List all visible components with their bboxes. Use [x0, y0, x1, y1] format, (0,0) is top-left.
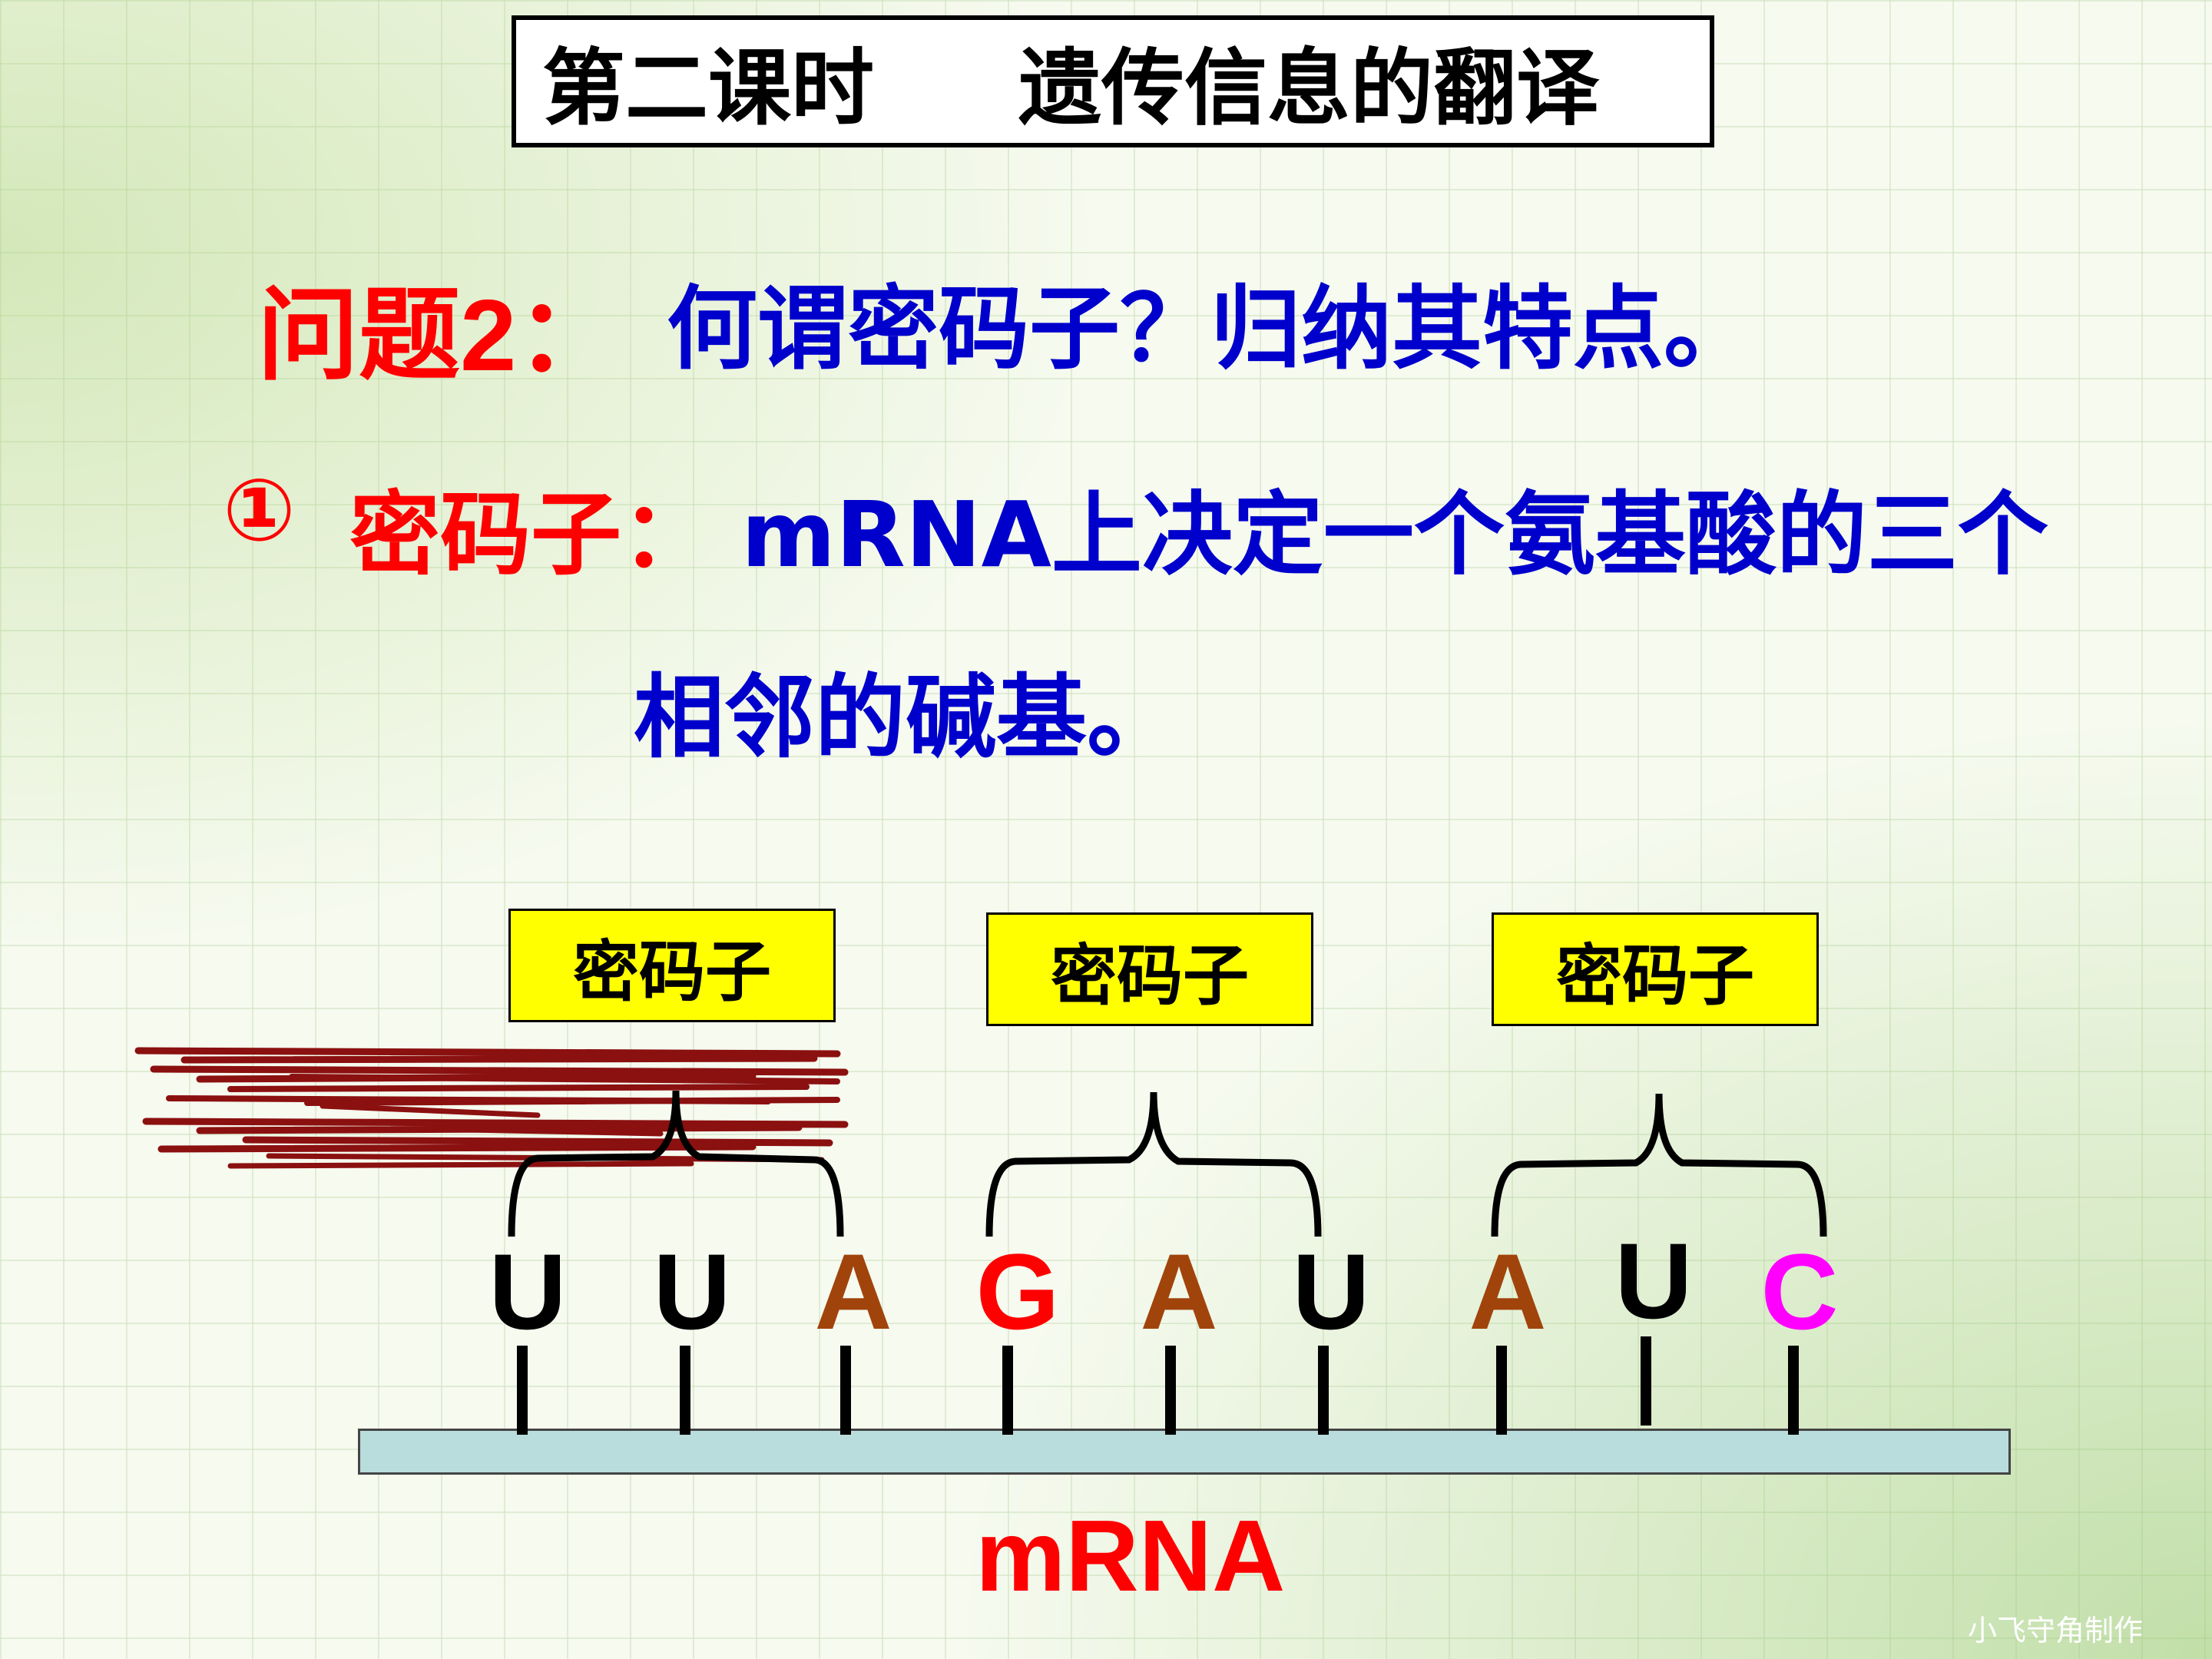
brace-1 — [508, 1090, 844, 1237]
codon-label-2: 密码子 — [986, 912, 1313, 1026]
question-label: 问题2： — [257, 279, 618, 392]
base-stick — [840, 1346, 851, 1435]
lesson-title: 第二课时 遗传信息的翻译 — [542, 41, 1599, 137]
base-stick — [1318, 1346, 1329, 1435]
base-letter: A — [814, 1231, 892, 1352]
base-letter: U — [653, 1231, 731, 1352]
codon-label-3: 密码子 — [1492, 912, 1819, 1026]
question-text: 何谓密码子？归纳其特点。 — [667, 276, 1755, 382]
mrna-strand — [358, 1429, 2011, 1475]
base-stick — [680, 1346, 690, 1435]
base-letter: A — [1469, 1231, 1547, 1352]
base-letter: C — [1760, 1231, 1839, 1352]
watermark: 小飞守角制作 — [1968, 1614, 2144, 1647]
codon-label-1: 密码子 — [508, 909, 836, 1022]
base-letter: U — [488, 1231, 567, 1352]
base-stick — [1002, 1346, 1013, 1435]
base-stick — [1641, 1336, 1651, 1426]
base-letter: U — [1292, 1231, 1370, 1352]
ribosome-scribble — [134, 1047, 849, 1169]
base-letter: A — [1140, 1231, 1218, 1352]
brace-3 — [1491, 1093, 1827, 1237]
base-stick — [1788, 1346, 1799, 1435]
base-stick — [1496, 1346, 1507, 1435]
definition-number: ① — [223, 461, 296, 561]
base-letter: U — [1614, 1220, 1693, 1341]
mrna-label: mRNA — [975, 1499, 1286, 1612]
brace-2 — [985, 1091, 1322, 1237]
base-stick — [517, 1346, 528, 1435]
definition-text-line1: mRNA上决定一个氨基酸的三个 — [741, 482, 2048, 588]
base-letter: G — [975, 1231, 1060, 1352]
definition-text-line2: 相邻的碱基。 — [634, 664, 1178, 770]
base-stick — [1165, 1346, 1176, 1435]
lesson-title-box: 第二课时 遗传信息的翻译 — [512, 15, 1714, 147]
definition-term: 密码子： — [349, 482, 713, 588]
